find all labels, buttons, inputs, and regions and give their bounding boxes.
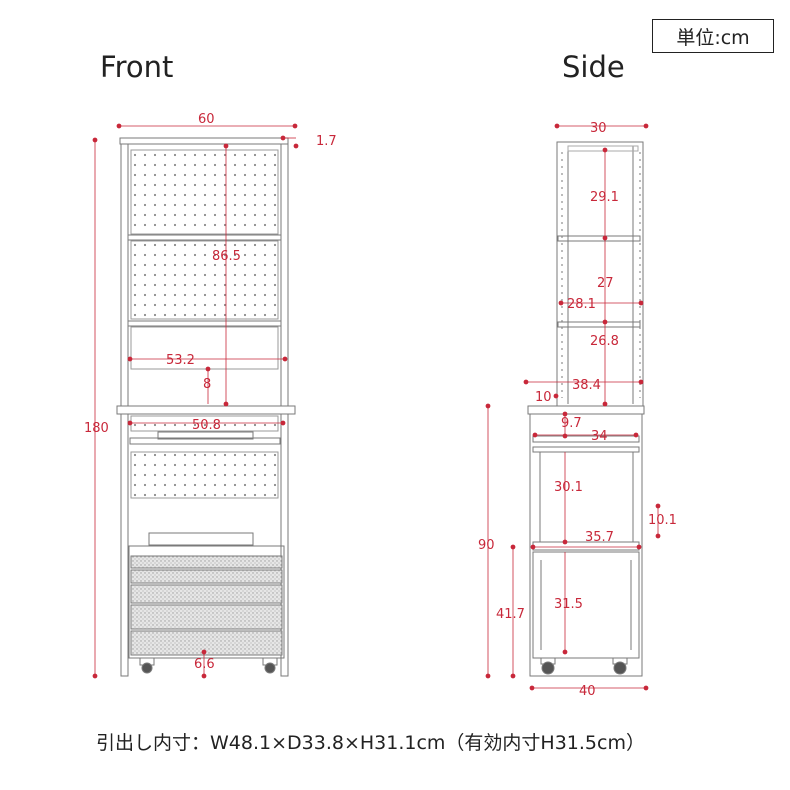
side-lower-height-label: 41.7 <box>496 607 525 622</box>
front-gap-label: 8 <box>203 377 211 392</box>
front-view <box>116 137 296 677</box>
side-base-frame <box>529 413 643 677</box>
side-counter-height-label: 90 <box>478 538 495 553</box>
side-overhang-label: 10 <box>535 390 552 405</box>
front-drawer-box <box>128 545 285 659</box>
unit-label: 単位:cm <box>652 19 774 53</box>
side-rail-height-label: 10.1 <box>648 513 677 528</box>
front-shelf-1 <box>127 234 282 241</box>
front-width-label: 60 <box>198 112 215 127</box>
side-shelf-1 <box>557 235 641 242</box>
side-dimension-labels: 30 29.1 27 28.1 26.8 38.4 10 9.7 34 30.1… <box>478 121 677 699</box>
front-top-board <box>119 137 289 145</box>
side-caster-left <box>540 657 556 675</box>
front-height-label: 180 <box>84 421 109 436</box>
side-gap-under-top-label: 9.7 <box>561 416 582 431</box>
front-drawer-1 <box>130 555 283 569</box>
front-shelf-2 <box>127 320 282 327</box>
side-view <box>527 141 645 677</box>
side-shelf-lower-label: 26.8 <box>590 334 619 349</box>
side-slide-tray <box>532 435 640 443</box>
front-inner-width-label: 53.2 <box>166 353 195 368</box>
side-counter-depth-label: 38.4 <box>572 378 601 393</box>
front-drawer-3 <box>130 584 283 604</box>
side-shelf-upper-label: 29.1 <box>590 190 619 205</box>
front-pegboard-upper <box>130 149 279 235</box>
side-tray-2 <box>532 446 640 453</box>
side-drawer-inner-depth-label: 35.7 <box>585 530 614 545</box>
drawer-inner-dimensions-note: 引出し内寸：W48.1×D33.8×H31.1cm（有効内寸H31.5cm） <box>96 732 645 754</box>
front-pegboard-lower <box>130 326 279 370</box>
front-slide-tray <box>129 437 281 445</box>
front-right-post <box>280 143 289 407</box>
front-caster-left <box>139 657 155 674</box>
side-caster-right <box>612 657 628 675</box>
side-base-upper-space-label: 30.1 <box>554 480 583 495</box>
side-counter-top <box>527 405 645 415</box>
front-drawer-5 <box>130 630 283 656</box>
front-counter-top <box>116 405 296 415</box>
front-left-post <box>120 143 129 407</box>
side-base-inner-depth-label: 34 <box>591 429 608 444</box>
front-dimensions <box>92 123 299 679</box>
front-drawer-2 <box>130 569 283 584</box>
side-dimensions <box>485 123 661 691</box>
side-depth-label: 30 <box>590 121 607 136</box>
front-drawer-handle <box>148 532 254 546</box>
front-hutch-inner-height-label: 86.5 <box>212 249 241 264</box>
side-title: Side <box>562 50 625 84</box>
front-base-right <box>280 413 289 677</box>
side-drawer-height-label: 31.5 <box>554 597 583 612</box>
front-counter-inner-width-label: 50.8 <box>192 418 221 433</box>
side-shelf-middle-label: 27 <box>597 276 614 291</box>
front-dimension-labels: 60 1.7 180 86.5 53.2 8 50.8 6.6 <box>84 112 337 672</box>
front-top-thickness-label: 1.7 <box>316 134 337 149</box>
side-shelf-2 <box>557 321 641 328</box>
front-base-left <box>120 413 129 677</box>
side-base-depth-label: 40 <box>579 684 596 699</box>
side-hutch-frame <box>556 141 644 407</box>
front-pegboard-base2 <box>130 451 279 499</box>
side-hutch-inner-depth-label: 28.1 <box>567 297 596 312</box>
front-caster-right <box>262 657 278 674</box>
side-drawer-box <box>532 551 640 659</box>
front-drawer-4 <box>130 604 283 630</box>
front-caster-height-label: 6.6 <box>194 657 215 672</box>
front-slide-handle <box>157 431 254 440</box>
front-title: Front <box>100 50 174 84</box>
front-pegboard-middle <box>130 240 279 320</box>
